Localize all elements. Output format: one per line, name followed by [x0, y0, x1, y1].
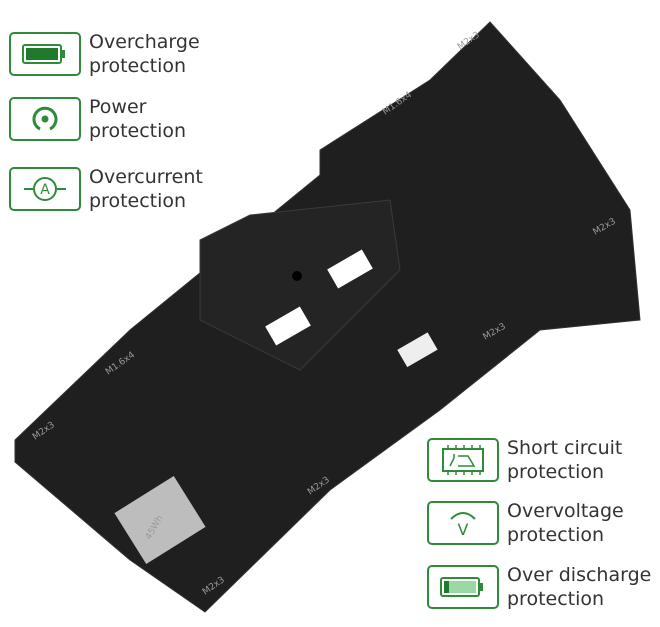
- feature-subtitle: protection: [89, 120, 187, 142]
- feature-title: Overvoltage: [507, 500, 624, 522]
- circuit-board-icon: [427, 438, 499, 482]
- feature-subtitle: protection: [507, 524, 605, 546]
- feature-title: Overcurrent: [89, 166, 203, 188]
- feature-title: Short circuit: [507, 437, 623, 459]
- feature-title: Overcharge: [89, 31, 200, 53]
- svg-text:A: A: [40, 182, 50, 198]
- feature-subtitle: protection: [507, 588, 605, 610]
- feature-subtitle: protection: [507, 461, 605, 483]
- feature-subtitle: protection: [89, 55, 187, 77]
- feature-title: Power: [89, 96, 147, 118]
- voltage-icon: V: [427, 501, 499, 545]
- feature-subtitle: protection: [89, 190, 187, 212]
- battery-low-icon: [427, 565, 499, 609]
- battery-full-icon: [9, 32, 81, 76]
- power-circle-icon: [9, 97, 81, 141]
- feature-title: Over discharge: [507, 564, 652, 586]
- svg-text:V: V: [458, 520, 469, 539]
- ammeter-icon: A: [9, 167, 81, 211]
